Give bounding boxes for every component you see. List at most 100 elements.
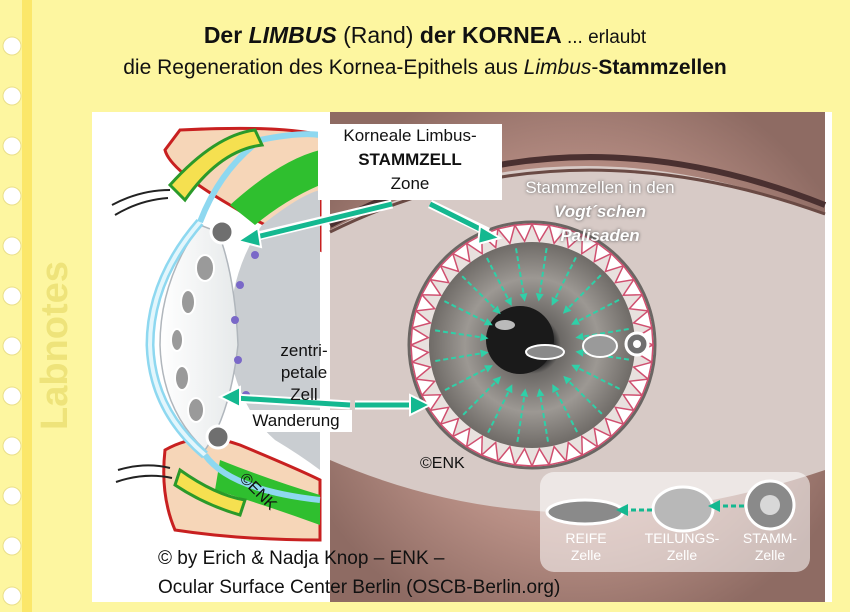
palisade-triangle xyxy=(480,440,499,463)
vogt-label-line: Stammzellen in den xyxy=(525,178,675,197)
centripetal-arrow-head xyxy=(571,364,581,372)
migration-label-line: zentri- xyxy=(280,341,328,360)
palisade-triangle xyxy=(627,293,650,312)
centripetal-arrow xyxy=(486,257,511,303)
footer-line-1: © by Erich & Nadja Knop – ENK – xyxy=(158,548,445,569)
side-watermark: Labnotes xyxy=(34,261,76,430)
centripetal-arrow-head xyxy=(552,384,560,393)
centripetal-arrow-head xyxy=(492,376,502,385)
title-part: - xyxy=(591,56,599,79)
vogt-label-line: Palisaden xyxy=(560,226,640,245)
migration-label-line: petale xyxy=(280,363,328,382)
centripetal-arrow-head xyxy=(536,388,545,397)
centripetal-arrow xyxy=(538,247,548,298)
footer-line-2: Ocular Surface Center Berlin (OSCB-Berli… xyxy=(158,577,561,598)
vogt-label: Stammzellen in den Vogt´schen Palisaden xyxy=(500,176,700,248)
legend-dividing-line: Zelle xyxy=(666,547,698,563)
binder-stripe xyxy=(22,0,32,612)
legend-stem-line: Zelle xyxy=(754,547,786,563)
zone-label: Korneale Limbus- STAMMZELL Zone xyxy=(318,124,502,200)
centripetal-arrow-head xyxy=(505,384,513,394)
centripetal-arrow-head xyxy=(575,332,584,341)
centripetal-arrow-head xyxy=(519,293,528,302)
palisade-triangle xyxy=(411,361,432,381)
centripetal-arrow xyxy=(444,366,490,391)
palisade-triangle xyxy=(548,445,568,466)
palisade-triangle xyxy=(565,440,584,463)
centripetal-arrow-head xyxy=(504,297,512,306)
legend-stem-line: STAMM- xyxy=(742,530,798,546)
palisade-triangle xyxy=(513,223,534,243)
centripetal-arrow-head xyxy=(484,365,493,373)
title-part: (Rand) xyxy=(336,22,420,48)
centripetal-arrow-head xyxy=(551,296,559,306)
palisade-triangle xyxy=(530,223,551,243)
migration-label: zentri- petale Zell xyxy=(266,340,342,406)
centripetal-arrow xyxy=(435,351,485,362)
palisade-triangle xyxy=(530,447,551,467)
palisade-triangle xyxy=(414,293,437,312)
palisade-triangle xyxy=(439,417,460,438)
centripetal-arrow xyxy=(574,299,620,324)
centripetal-arrow-head xyxy=(480,333,489,342)
centripetal-arrow xyxy=(574,365,621,390)
centripetal-arrow xyxy=(538,392,549,442)
centripetal-arrow xyxy=(515,248,526,298)
palisade-triangle xyxy=(632,361,653,381)
binder-holes xyxy=(2,36,22,606)
stem-cells xyxy=(205,219,650,450)
centripetal-arrow-head xyxy=(492,305,501,315)
copyright-eye: ©ENK xyxy=(420,455,465,472)
palisade-triangle xyxy=(632,309,653,329)
legend-dividing-line: TEILUNGS- xyxy=(644,530,720,546)
title-line-2: die Regeneration des Kornea-Epithels aus… xyxy=(0,56,850,80)
centripetal-arrow-head xyxy=(480,349,489,358)
centripetal-arrows xyxy=(434,247,630,443)
palisade-triangle xyxy=(565,227,584,250)
migration-label-line: Zell xyxy=(290,385,318,404)
palisade-triangle xyxy=(627,378,650,397)
palisade-triangle xyxy=(593,426,613,449)
palisade-triangle xyxy=(496,224,516,245)
centripetal-arrow-head xyxy=(535,293,544,302)
legend-mature-line: REIFE xyxy=(565,530,607,546)
centripetal-arrow xyxy=(461,275,499,313)
title-part: der KORNEA xyxy=(419,22,562,48)
legend-mature: REIFE Zelle xyxy=(548,530,624,564)
palisade-triangle xyxy=(604,252,625,273)
centripetal-arrow-head xyxy=(571,317,580,325)
centripetal-arrow xyxy=(564,274,602,312)
legend-mature-line: Zelle xyxy=(570,547,602,563)
arrow-heads xyxy=(217,224,503,417)
centripetal-arrow-head xyxy=(520,388,529,397)
pointer-arrows-inner xyxy=(234,201,488,408)
centripetal-arrow xyxy=(487,387,512,434)
title-part: Stammzellen xyxy=(598,56,727,79)
centripetal-arrow-head xyxy=(575,348,584,357)
legend-dividing: TEILUNGS- Zelle xyxy=(630,530,734,564)
title-part: die Regeneration des Kornea-Epithels aus xyxy=(123,56,524,79)
palisade-triangle xyxy=(621,278,644,296)
palisade-triangle xyxy=(410,326,430,347)
centripetal-arrow xyxy=(434,329,485,339)
palisade-triangle xyxy=(410,343,430,364)
centripetal-arrow xyxy=(552,256,577,303)
palisade-triangle xyxy=(548,224,568,245)
title-emphasis: LIMBUS xyxy=(248,22,337,48)
legend-cells xyxy=(545,479,796,533)
palisade-triangle xyxy=(513,447,534,467)
zone-label-line: Korneale Limbus- xyxy=(343,126,477,145)
centripetal-arrow-head xyxy=(562,305,572,314)
palisade-triangle xyxy=(451,241,471,264)
centripetal-arrow-head xyxy=(483,318,493,326)
palisade-triangle xyxy=(428,264,451,284)
palisade-triangle xyxy=(593,241,613,264)
palisade-triangle xyxy=(439,252,460,273)
palisade-triangle xyxy=(613,406,636,426)
title-emphasis: Limbus xyxy=(523,56,592,79)
legend-stem: STAMM- Zelle xyxy=(732,530,808,564)
centripetal-arrow xyxy=(579,328,629,339)
palisade-triangle xyxy=(414,378,437,397)
